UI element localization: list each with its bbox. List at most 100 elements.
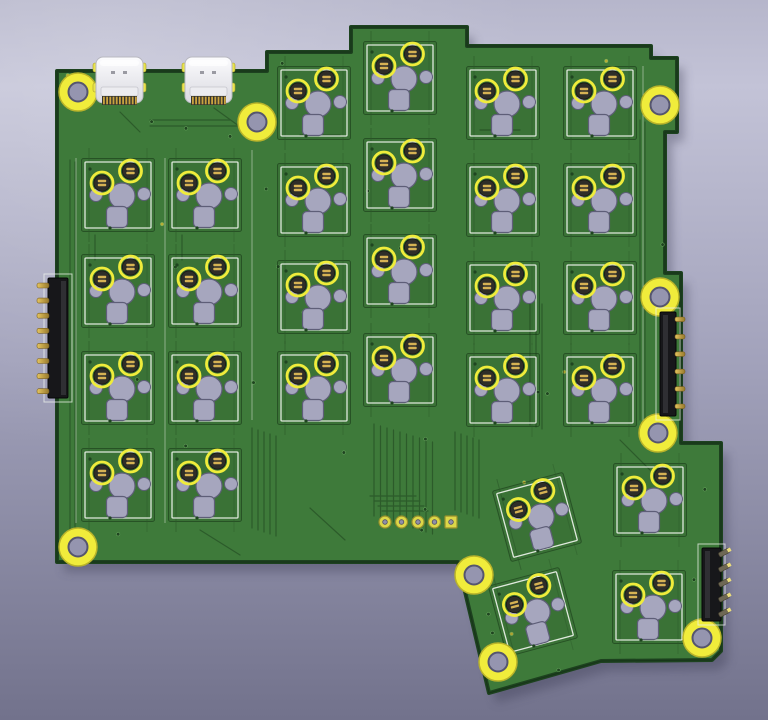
switch-guide-hole	[137, 380, 151, 394]
header-pin	[674, 316, 686, 322]
switch-guide-hole	[522, 192, 536, 206]
mounting-hole	[640, 277, 680, 317]
led-cutout-hole	[490, 113, 514, 137]
switch-guide-hole	[419, 70, 433, 84]
mounting-hole	[237, 102, 277, 142]
mounting-hole	[640, 85, 680, 125]
header-pin	[674, 403, 686, 409]
led-cutout-hole	[637, 510, 661, 534]
led-cutout-hole	[105, 398, 129, 422]
key-footprint	[466, 251, 540, 345]
key-footprint	[613, 453, 687, 547]
switch-guide-hole	[333, 289, 347, 303]
led-cutout-hole	[301, 210, 325, 234]
mounting-hole	[58, 72, 98, 112]
led-cutout-hole	[192, 301, 216, 325]
switch-guide-hole	[668, 599, 682, 613]
switch-guide-hole	[419, 167, 433, 181]
led-cutout-hole	[105, 205, 129, 229]
pin-header-connector	[36, 273, 73, 403]
switch-guide-hole	[333, 95, 347, 109]
switch-guide-hole	[333, 380, 347, 394]
switch-guide-hole	[224, 477, 238, 491]
header-pin	[36, 297, 50, 304]
header-pin	[674, 368, 686, 375]
key-footprint	[168, 148, 242, 242]
key-footprint	[81, 148, 155, 242]
key-footprint	[81, 341, 155, 435]
key-footprint	[81, 438, 155, 532]
led-cutout-hole	[490, 210, 514, 234]
header-pin	[36, 388, 50, 395]
switch-guide-hole	[224, 380, 238, 394]
key-footprint	[277, 56, 351, 150]
led-cutout-hole	[301, 398, 325, 422]
switch-guide-hole	[522, 95, 536, 109]
mounting-holes	[58, 72, 722, 682]
led-cutout-hole	[192, 495, 216, 519]
key-footprint	[563, 56, 637, 150]
mounting-hole	[478, 642, 518, 682]
led-cutout-hole	[636, 617, 660, 641]
led-cutout-hole	[525, 621, 551, 646]
led-cutout-hole	[387, 281, 411, 305]
led-cutout-hole	[105, 301, 129, 325]
led-cutout-hole	[587, 113, 611, 137]
pin-header-connector	[655, 307, 686, 421]
led-cutout-hole	[490, 400, 514, 424]
key-footprint	[488, 558, 578, 666]
key-footprint	[363, 224, 437, 318]
copper-traces	[69, 107, 651, 556]
key-footprint	[168, 438, 242, 532]
led-cutout-hole	[587, 210, 611, 234]
switch-guide-hole	[522, 382, 536, 396]
led-cutout-hole	[301, 113, 325, 137]
led-cutout-hole	[387, 185, 411, 209]
switch-guide-hole	[333, 192, 347, 206]
key-footprint	[563, 343, 637, 437]
pin-header-connector	[697, 543, 732, 626]
header-pin	[36, 373, 50, 379]
header-pin	[36, 282, 50, 289]
led-cutout-hole	[529, 526, 555, 551]
key-footprint	[466, 56, 540, 150]
header-pin	[36, 312, 50, 319]
switch-guide-hole	[619, 382, 633, 396]
switch-guide-hole	[619, 290, 633, 304]
switch-guide-hole	[619, 192, 633, 206]
led-cutout-hole	[387, 88, 411, 112]
key-footprint	[612, 560, 686, 654]
key-footprint	[363, 31, 437, 125]
switch-guide-hole	[224, 187, 238, 201]
switch-guide-hole	[419, 263, 433, 277]
led-cutout-hole	[192, 398, 216, 422]
mounting-hole	[454, 555, 494, 595]
switch-guide-hole	[522, 290, 536, 304]
silkscreen-lines	[75, 66, 644, 523]
key-footprint	[492, 463, 582, 571]
mounting-hole	[638, 413, 678, 453]
key-footprint	[563, 153, 637, 247]
switch-guide-hole	[419, 362, 433, 376]
key-footprint	[277, 341, 351, 435]
key-footprint	[363, 323, 437, 417]
switch-guide-hole	[550, 597, 565, 612]
led-cutout-hole	[301, 307, 325, 331]
programming-pads	[378, 515, 458, 529]
key-footprint	[363, 128, 437, 222]
led-cutout-hole	[105, 495, 129, 519]
switch-guide-hole	[224, 283, 238, 297]
key-footprints	[81, 31, 687, 666]
key-footprint	[168, 341, 242, 435]
header-pin	[36, 327, 50, 334]
led-cutout-hole	[387, 380, 411, 404]
header-pin	[674, 334, 686, 340]
key-footprint	[81, 244, 155, 338]
header-pin	[36, 343, 50, 349]
header-pin	[674, 351, 686, 357]
key-footprint	[563, 251, 637, 345]
vias	[65, 58, 707, 673]
switch-guide-hole	[137, 283, 151, 297]
led-cutout-hole	[587, 308, 611, 332]
